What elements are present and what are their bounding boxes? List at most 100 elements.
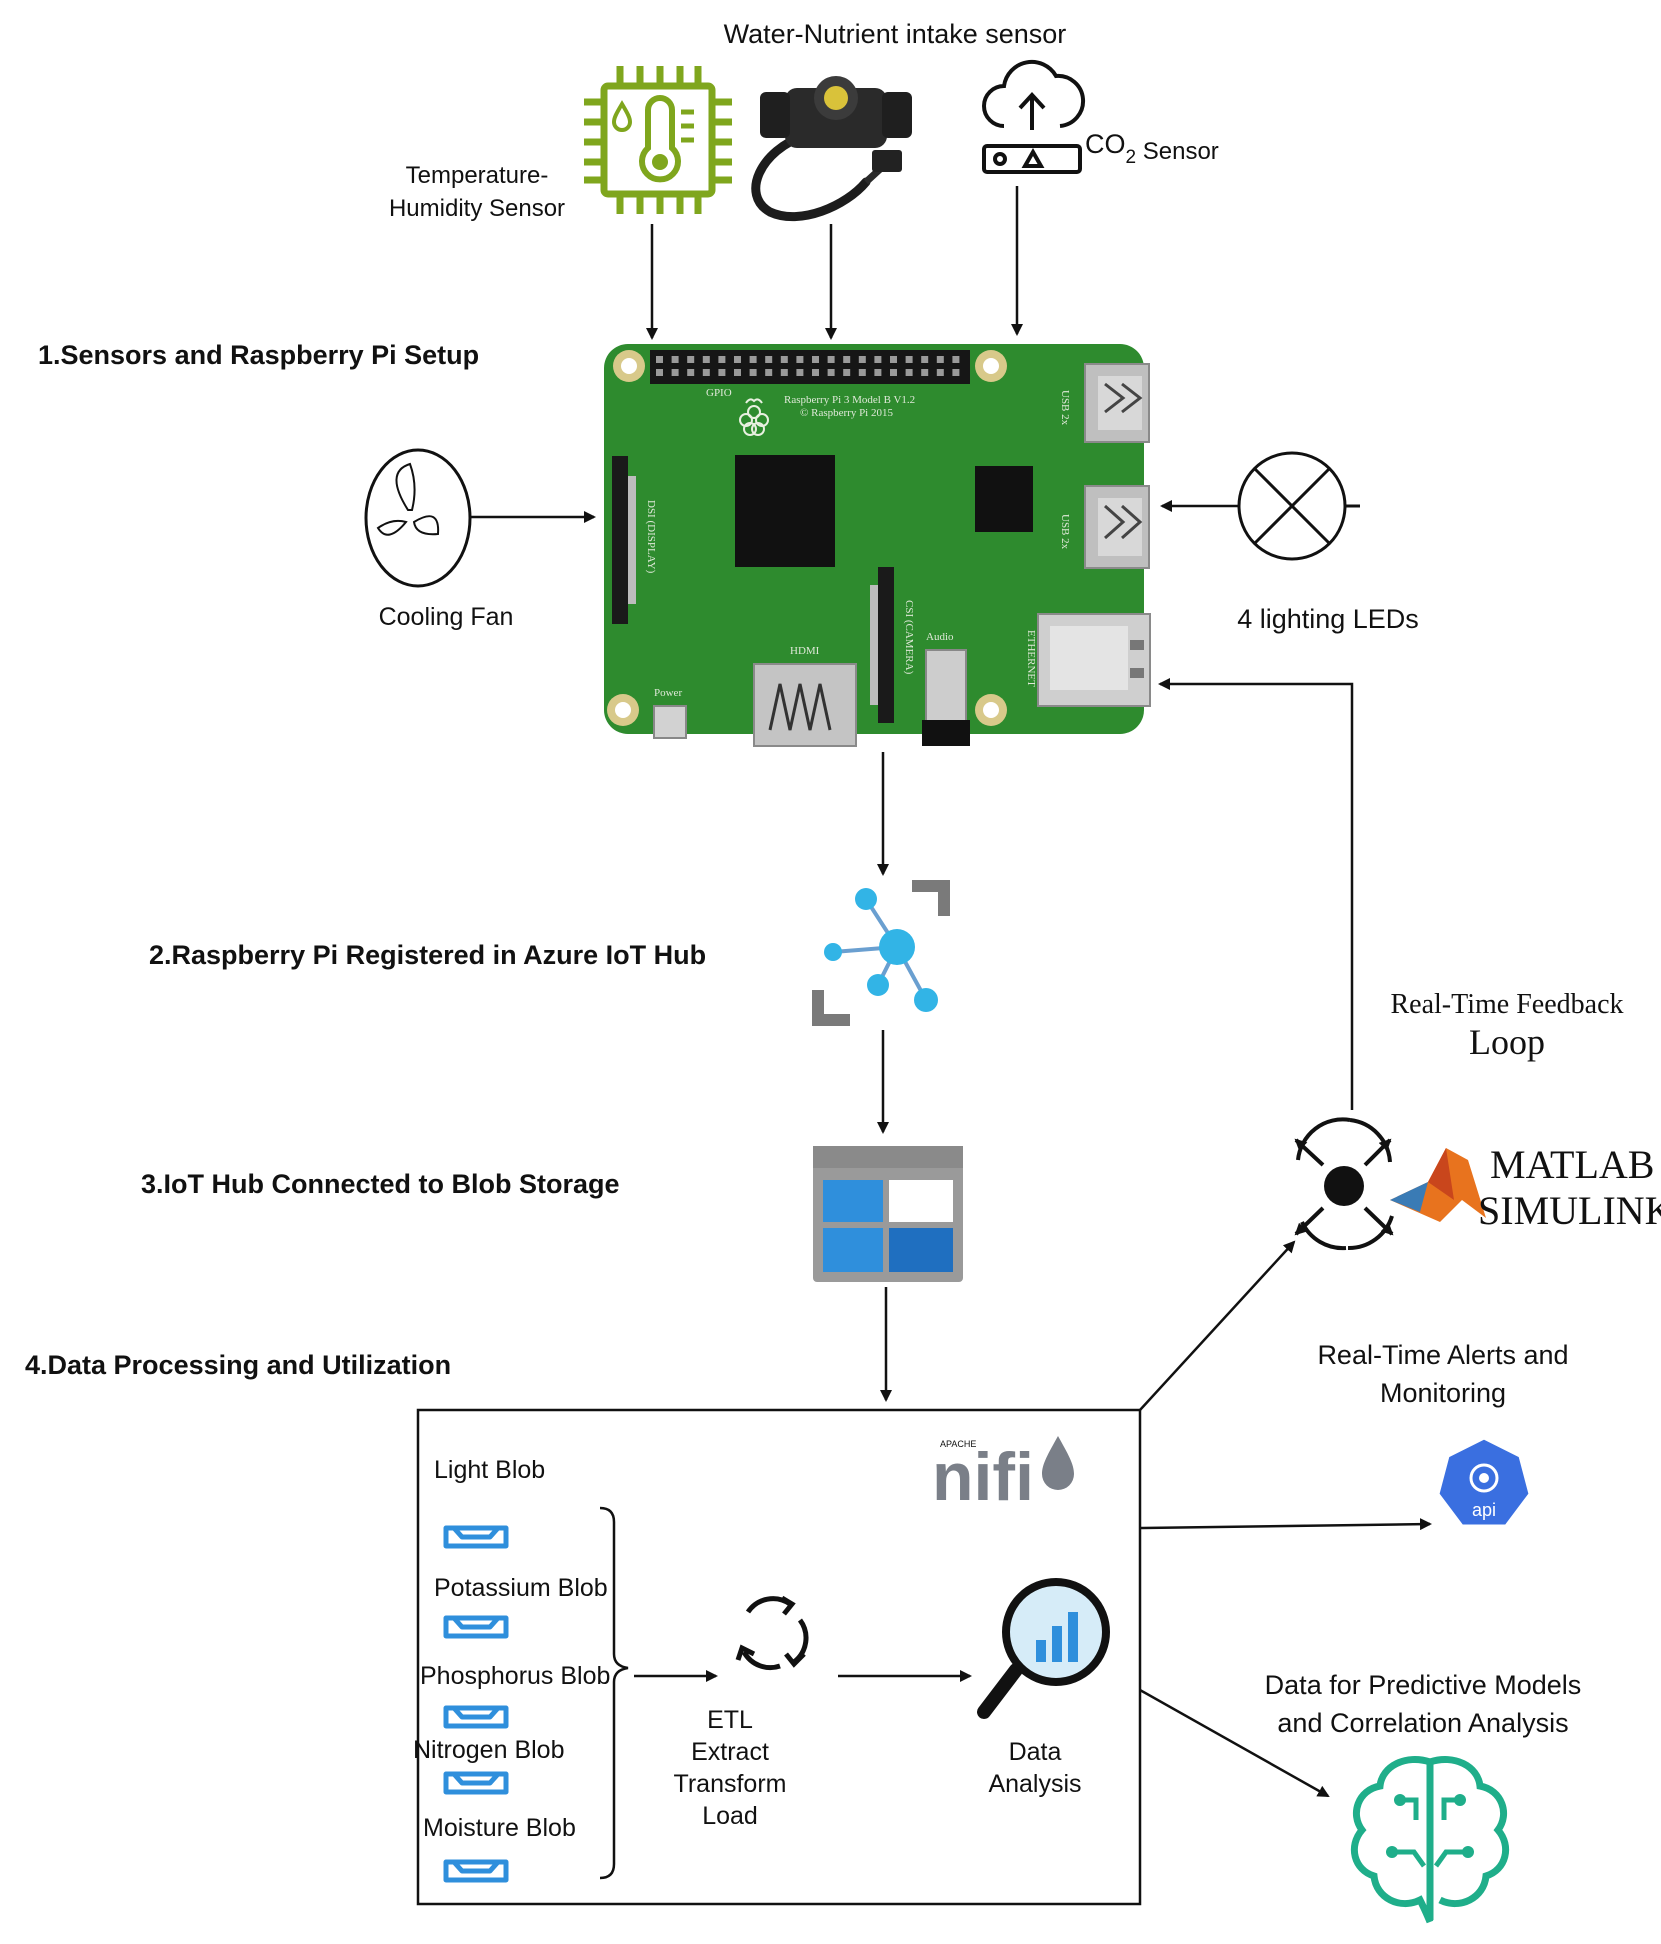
usb1-label: USB 2x	[1059, 390, 1071, 426]
arrow-processing-to-feedback	[1139, 1240, 1296, 1411]
model-label-line1: Raspberry Pi 3 Model B V1.2	[784, 394, 915, 406]
co2-sensor-icon	[982, 59, 1086, 174]
predictive-label-line1: Data for Predictive Models	[1265, 1670, 1582, 1700]
feedback-label-line2: Loop	[1469, 1022, 1545, 1062]
gpio-pin	[702, 356, 710, 363]
cooling-fan-icon	[364, 448, 472, 588]
etl-cycle-icon	[735, 1595, 809, 1671]
matlab-logo-icon	[1390, 1148, 1486, 1222]
leds-label: 4 lighting LEDs	[1237, 604, 1419, 634]
ai-brain-node	[1394, 1794, 1406, 1806]
alerts-label-line1: Real-Time Alerts and	[1317, 1340, 1568, 1370]
api-gateway-icon: api	[1436, 1436, 1532, 1528]
gpio-pin	[890, 369, 897, 376]
gpio-pin	[734, 356, 741, 363]
gpio-label: GPIO	[706, 387, 732, 399]
gpio-pin	[687, 369, 695, 376]
feedback-control-hub	[1324, 1166, 1364, 1206]
gpio-pin	[749, 369, 757, 376]
step3-label: 3.IoT Hub Connected to Blob Storage	[141, 1169, 620, 1199]
ai-brain-node	[1386, 1846, 1398, 1858]
etl-label-line: Extract	[691, 1738, 769, 1766]
feedback-label-line1: Real-Time Feedback	[1390, 989, 1623, 1020]
blob-label: Moisture Blob	[423, 1814, 576, 1842]
blob-label: Light Blob	[434, 1456, 545, 1484]
ai-brain-icon	[1350, 1756, 1510, 1924]
power-label: Power	[654, 687, 682, 699]
gpio-pin	[796, 369, 804, 376]
ai-brain-node	[1454, 1794, 1466, 1806]
gpio-pin	[874, 369, 882, 376]
gpio-pin	[765, 356, 773, 363]
dsi-label: DSI (DISPLAY)	[645, 500, 657, 574]
gpio-pin	[780, 369, 788, 376]
gpio-pin	[921, 369, 929, 376]
arrow-processing-to-alerts	[1139, 1518, 1432, 1531]
feedback-control-icon	[1294, 1117, 1394, 1251]
gpio-pin	[812, 369, 819, 376]
led-lamp-icon	[1237, 451, 1360, 561]
nifi-logo-label: nifi	[932, 1439, 1034, 1515]
blob-brace	[599, 1506, 629, 1880]
audio-label: Audio	[926, 631, 954, 643]
blob-storage-icon	[443, 1525, 509, 1549]
etl-label-line: Load	[702, 1802, 758, 1830]
blob-storage-icon	[443, 1771, 509, 1795]
gpio-pin	[812, 356, 819, 363]
gpio-pin	[858, 356, 866, 363]
gpio-pin	[890, 356, 897, 363]
blob-storage-icon	[443, 1705, 509, 1729]
temp-humidity-label-line2: Humidity Sensor	[389, 195, 565, 222]
blob-label: Phosphorus Blob	[420, 1662, 610, 1690]
gpio-pin	[936, 369, 944, 376]
gpio-pin	[718, 369, 726, 376]
analysis-label-line: Analysis	[988, 1770, 1081, 1798]
gpio-pin	[656, 369, 663, 376]
gpio-pin	[780, 356, 788, 363]
gpio-pin	[921, 356, 929, 363]
gpio-pin	[843, 356, 851, 363]
gpio-pin	[671, 356, 679, 363]
gpio-pin	[687, 356, 695, 363]
ethernet-label: ETHERNET	[1025, 630, 1037, 687]
predictive-label-line2: and Correlation Analysis	[1277, 1708, 1568, 1738]
matlab-label: MATLAB	[1490, 1142, 1654, 1187]
gpio-pin	[936, 356, 944, 363]
gpio-pin	[905, 356, 913, 363]
co2-sensor-label: CO2 Sensor	[1085, 129, 1219, 168]
azure-iot-hub-icon	[812, 880, 950, 1026]
alerts-label-line2: Monitoring	[1380, 1378, 1506, 1408]
blob-storage-icon	[443, 1615, 509, 1639]
gpio-pin	[702, 369, 710, 376]
gpio-pin	[749, 356, 757, 363]
csi-label: CSI (CAMERA)	[903, 600, 915, 675]
ai-brain-node	[1462, 1846, 1474, 1858]
temp-humidity-label-line1: Temperature-	[406, 162, 549, 189]
analysis-label-line: Data	[1009, 1738, 1062, 1766]
api-label: api	[1472, 1500, 1496, 1520]
cooling-fan-label: Cooling Fan	[379, 603, 514, 631]
azure-blob-storage-icon	[813, 1146, 963, 1282]
gpio-pin	[765, 369, 773, 376]
model-label-line2: © Raspberry Pi 2015	[800, 407, 893, 419]
gpio-pin	[827, 369, 835, 376]
gpio-pin	[656, 356, 663, 363]
gpio-pin	[952, 356, 960, 363]
nifi-drop-icon	[1042, 1436, 1074, 1490]
raspberry-pi-board: GPIO Raspberry Pi 3 Model B V1.2 © Raspb…	[604, 344, 1151, 747]
gpio-pin	[843, 369, 851, 376]
data-analysis-magnifier-icon	[977, 1578, 1110, 1719]
step1-label: 1.Sensors and Raspberry Pi Setup	[38, 340, 479, 370]
water-flow-sensor-icon	[751, 76, 912, 221]
blob-storage-icon	[443, 1859, 509, 1883]
feedback-loop-line	[1158, 678, 1354, 1110]
gpio-pin	[952, 369, 960, 376]
raspberry-logo-icon	[739, 398, 769, 436]
gpio-pin	[905, 369, 913, 376]
gpio-pin	[874, 356, 882, 363]
gpio-pin	[718, 356, 726, 363]
gpio-pin	[734, 369, 741, 376]
usb2-label: USB 2x	[1059, 514, 1071, 550]
simulink-label: SIMULINK	[1478, 1188, 1661, 1233]
